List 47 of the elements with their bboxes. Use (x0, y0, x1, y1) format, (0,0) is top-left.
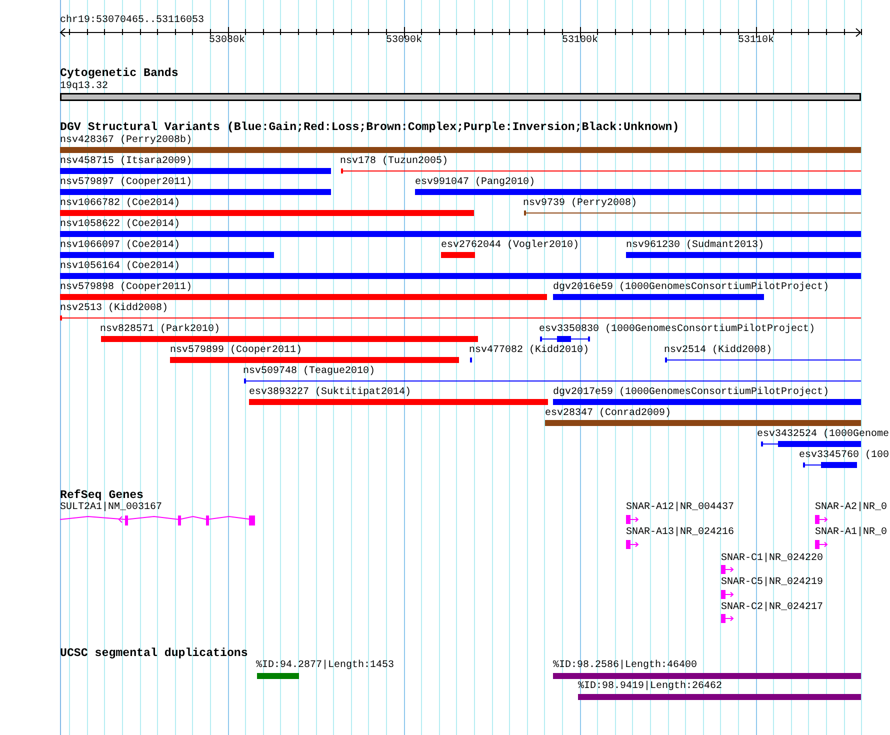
gene-label: SNAR-A12|NR_004437 (626, 503, 734, 513)
tick-label: 53110k (738, 36, 774, 46)
gene-label: SNAR-C5|NR_024219 (721, 578, 824, 588)
variant-label: nsv509748 (Teague2010) (243, 366, 376, 377)
variant-label: nsv579898 (Cooper2011) (60, 282, 192, 293)
gene-label: SNAR-C1|NR_024220 (721, 554, 824, 564)
track-title: Cytogenetic Bands (60, 68, 178, 80)
gene-label: SNAR-A2|NR_0 (815, 503, 888, 513)
variant-label: nsv1066097 (Coe2014) (60, 240, 180, 251)
track-title: UCSC segmental duplications (60, 648, 248, 660)
gene-label: SULT2A1|NM_003167 (60, 503, 162, 513)
variant-label: esv991047 (Pang2010) (415, 178, 536, 188)
variant-label: esv3350830 (1000GenomesConsortiumPilotProject) (539, 324, 816, 335)
variant-label: nsv961230 (Sudmant2013) (626, 240, 764, 251)
variant-label: nsv428367 (Perry2008b) (60, 136, 192, 146)
variant-label: nsv828571 (Park2010) (100, 324, 220, 335)
variant-label: nsv1058622 (Coe2014) (60, 220, 180, 230)
tick-label: 53080k (209, 36, 245, 46)
axis-label: chr19:53070465..53116053 (60, 16, 204, 26)
variant-label: nsv579899 (Cooper2011) (170, 346, 302, 356)
track-title: RefSeq Genes (60, 490, 144, 502)
band-label: 19q13.32 (60, 82, 108, 92)
variant-label: dgv2017e59 (1000GenomesConsortiumPilotProject) (553, 388, 830, 398)
track-title: DGV Structural Variants (Blue:Gain;Red:Loss;Brown:Complex;Purple:Inversion;Black:Unknown) (60, 122, 680, 134)
tick-label: 53100k (562, 36, 598, 46)
gene-label: SNAR-A1|NR_0 (815, 528, 888, 538)
variant-label: esv2762044 (Vogler2010) (441, 240, 580, 251)
variant-label: nsv458715 (Itsara2009) (60, 156, 192, 167)
gene-label: SNAR-A13|NR_024216 (626, 528, 734, 538)
tick-label: 53090k (386, 36, 422, 46)
variant-label: dgv2016e59 (1000GenomesConsortiumPilotProject) (553, 282, 830, 293)
variant-label: esv3432524 (1000Genome (757, 430, 890, 440)
variant-label: nsv1066782 (Coe2014) (60, 198, 180, 209)
variant-label: esv28347 (Conrad2009) (545, 408, 672, 419)
variant-label: nsv178 (Tuzun2005) (340, 156, 448, 167)
variant-label: nsv579897 (Cooper2011) (60, 178, 192, 188)
variant-label: nsv2514 (Kidd2008) (664, 346, 772, 356)
duplication-label: %ID:98.9419|Length:26462 (578, 682, 722, 692)
variant-label: nsv477082 (Kidd2010) (469, 346, 590, 356)
variant-label: esv3345760 (100 (799, 450, 890, 461)
duplication-label: %ID:98.2586|Length:46400 (553, 661, 698, 671)
variant-label: nsv2513 (Kidd2008) (60, 304, 168, 314)
variant-label: esv3893227 (Suktitipat2014) (249, 388, 412, 398)
duplication-label: %ID:94.2877|Length:1453 (256, 661, 394, 671)
variant-label: nsv1056164 (Coe2014) (60, 262, 180, 272)
variant-label: nsv9739 (Perry2008) (523, 198, 638, 209)
gene-label: SNAR-C2|NR_024217 (721, 602, 824, 612)
